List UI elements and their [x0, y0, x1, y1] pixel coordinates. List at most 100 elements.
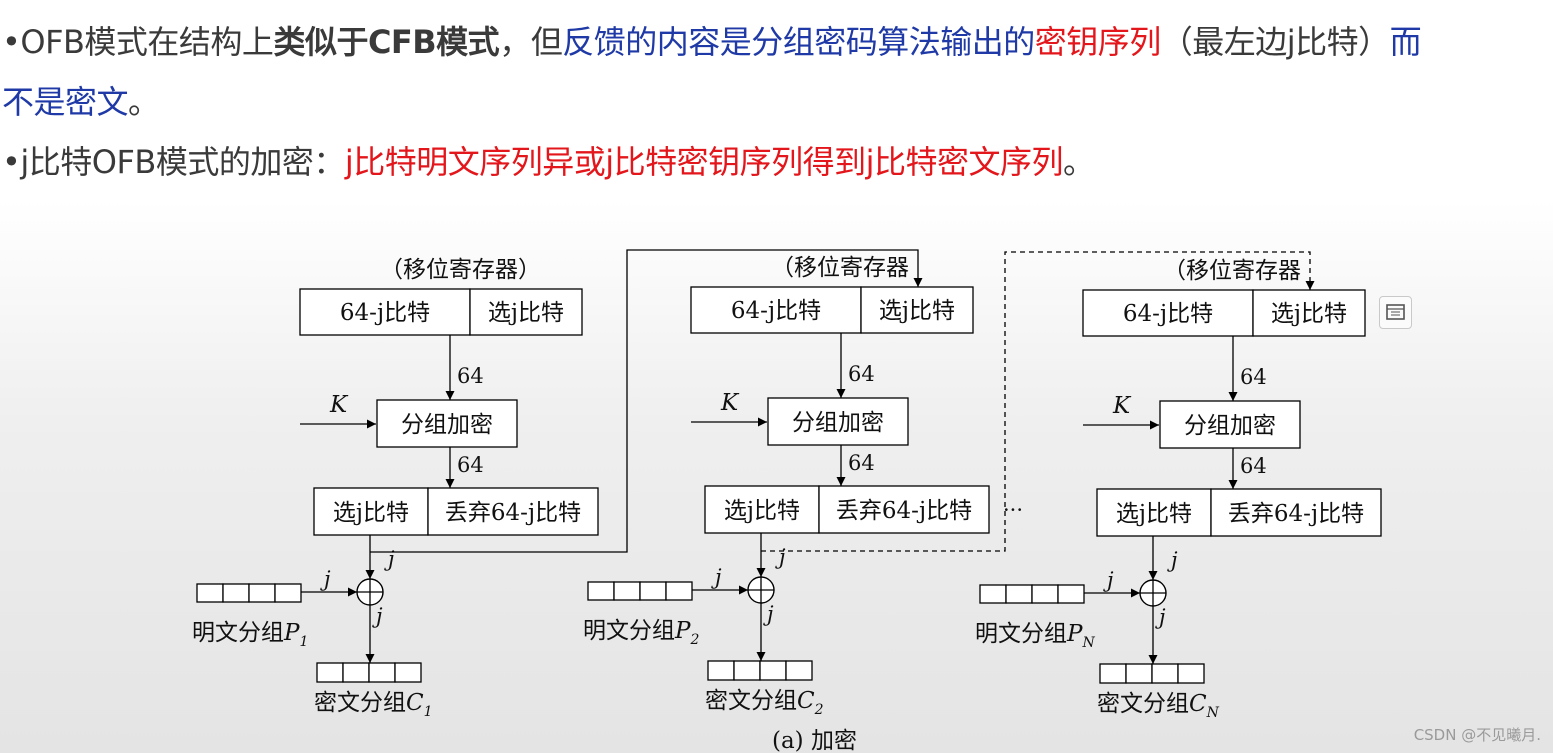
plaintext-cell	[196, 583, 224, 603]
width-label-64-out: 64	[1240, 454, 1267, 478]
width-label-64-in: 64	[848, 362, 875, 386]
plaintext-cell	[1005, 584, 1033, 604]
feedback-paths	[370, 249, 1315, 553]
cipher-box	[1159, 400, 1301, 449]
register-left-box	[1082, 289, 1254, 337]
ciphertext-label: 密文分组C1	[314, 690, 433, 720]
plaintext-cell	[613, 581, 641, 601]
plaintext-label: 明文分组P1	[192, 620, 308, 650]
line1-text-b: ，但	[499, 23, 563, 61]
caption: (a) 加密	[772, 728, 857, 753]
ciphertext-cell	[1125, 663, 1153, 684]
ciphertext-cell	[707, 660, 735, 681]
key-label: K	[720, 390, 740, 416]
j-label-keystream: j	[1167, 548, 1178, 572]
register-left-label: 64-j比特	[1123, 301, 1213, 327]
output-select-box	[1096, 488, 1212, 537]
output-discard-box	[818, 485, 990, 534]
j-label-plaintext: j	[711, 565, 722, 589]
register-label: （移位寄存器	[771, 255, 909, 281]
line1-bold: 类似于CFB模式	[273, 23, 500, 61]
cipher-box-label: 分组加密	[1184, 413, 1276, 439]
screen-capture-icon[interactable]	[1379, 296, 1412, 329]
line2-period: 。	[128, 83, 160, 121]
j-label-ciphertext: j	[1155, 605, 1166, 629]
cipher-box-label: 分组加密	[401, 412, 493, 438]
j-label-keystream: j	[384, 547, 395, 571]
line1-text-a: •OFB模式在结构上	[2, 23, 274, 61]
width-label-64-in: 64	[457, 364, 484, 388]
plaintext-cell	[1031, 584, 1059, 604]
ciphertext-cell	[342, 662, 370, 683]
plaintext-cell	[274, 583, 302, 603]
register-left-box	[690, 286, 862, 334]
ciphertext-cell	[785, 660, 813, 681]
line1-blue-end: 而	[1389, 23, 1422, 61]
line1-blue: 反馈的内容是分组密码算法输出的	[562, 23, 1035, 61]
plaintext-cell	[222, 583, 250, 603]
register-label: （移位寄存器	[1163, 258, 1301, 284]
ciphertext-cell	[368, 662, 396, 683]
ciphertext-cell	[1177, 663, 1205, 684]
key-label: K	[329, 392, 349, 418]
j-label-keystream: j	[775, 545, 786, 569]
output-discard-label: 丢弃64-j比特	[1228, 501, 1364, 527]
ciphertext-label: 密文分组CN	[1097, 691, 1220, 721]
key-label: K	[1112, 393, 1132, 419]
width-label-64-out: 64	[457, 453, 484, 477]
output-discard-box	[1210, 488, 1382, 537]
bullet-line-3: •j比特OFB模式的加密：j比特明文序列异或j比特密钥序列得到j比特密文序列。	[2, 142, 1095, 182]
cipher-box	[767, 397, 909, 446]
output-discard-box	[427, 487, 599, 536]
output-select-box	[704, 485, 820, 534]
line2-blue: 不是密文	[2, 83, 129, 121]
output-select-label: 选j比特	[724, 498, 800, 524]
ciphertext-cell	[394, 662, 422, 683]
register-right-box	[469, 288, 583, 336]
output-discard-label: 丢弃64-j比特	[445, 500, 581, 526]
register-label: （移位寄存器）	[380, 257, 541, 283]
j-label-plaintext: j	[320, 567, 331, 591]
plaintext-cell	[248, 583, 276, 603]
output-select-label: 选j比特	[1116, 501, 1192, 527]
plaintext-cell	[587, 581, 615, 601]
register-left-label: 64-j比特	[731, 298, 821, 324]
output-select-box	[313, 487, 429, 536]
register-right-label: 选j比特	[879, 298, 955, 324]
j-label-ciphertext: j	[763, 602, 774, 626]
register-left-label: 64-j比特	[340, 300, 430, 326]
j-label-plaintext: j	[1103, 568, 1114, 592]
stage-1: （移位寄存器）64-j比特选j比特64K分组加密64选j比特丢弃64-j比特jj…	[192, 257, 599, 720]
bullet-line-1: •OFB模式在结构上类似于CFB模式，但反馈的内容是分组密码算法输出的密钥序列（…	[2, 22, 1422, 62]
ciphertext-cell	[759, 660, 787, 681]
line3-period: 。	[1063, 143, 1095, 181]
ciphertext-label: 密文分组C2	[705, 688, 824, 718]
ellipsis: ···	[1003, 498, 1023, 522]
plaintext-label: 明文分组PN	[975, 621, 1095, 651]
output-select-label: 选j比特	[333, 500, 409, 526]
cipher-box	[376, 399, 518, 448]
register-left-box	[299, 288, 471, 336]
output-discard-label: 丢弃64-j比特	[836, 498, 972, 524]
feedback-path-1	[370, 249, 923, 553]
line3-text: •j比特OFB模式的加密：	[2, 143, 345, 181]
register-right-label: 选j比特	[1271, 301, 1347, 327]
j-label-ciphertext: j	[372, 604, 383, 628]
line1-text-c: （最左边j比特）	[1160, 23, 1390, 61]
register-right-box	[860, 286, 974, 334]
register-right-label: 选j比特	[488, 300, 564, 326]
plaintext-cell	[639, 581, 667, 601]
width-label-64-out: 64	[848, 451, 875, 475]
feedback-path-2	[761, 251, 1315, 552]
stage-2: （移位寄存器64-j比特选j比特64K分组加密64选j比特丢弃64-j比特jj明…	[583, 255, 990, 718]
register-right-box	[1252, 289, 1366, 337]
ciphertext-cell	[1099, 663, 1127, 684]
line1-red: 密钥序列	[1034, 23, 1162, 61]
ciphertext-cell	[316, 662, 344, 683]
plaintext-cell	[1057, 584, 1085, 604]
stage-3: （移位寄存器64-j比特选j比特64K分组加密64选j比特丢弃64-j比特jj明…	[975, 258, 1382, 721]
plaintext-label: 明文分组P2	[583, 618, 699, 648]
watermark: CSDN @不见曦月.	[1413, 726, 1541, 744]
ciphertext-cell	[1151, 663, 1179, 684]
